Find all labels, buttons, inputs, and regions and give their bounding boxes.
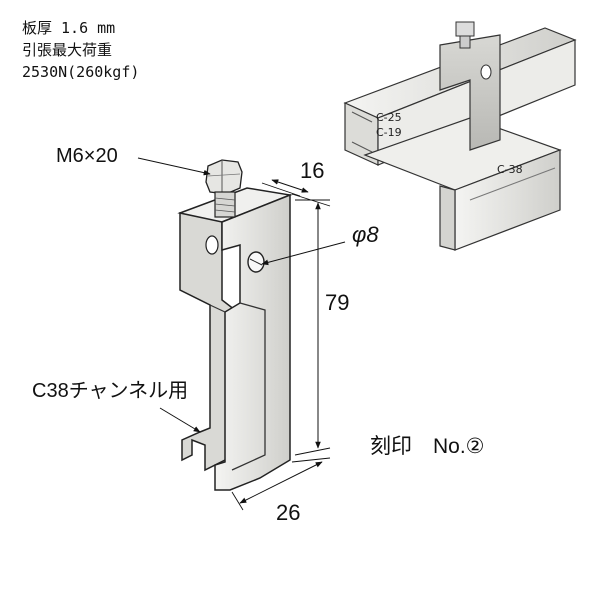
- hole-diameter-label: φ8: [352, 222, 379, 247]
- assembly-bolt-shank: [459, 35, 471, 49]
- bracket-front-face: [214, 193, 291, 491]
- bolt-label: M6×20: [56, 145, 118, 167]
- stamp-label: 刻印 No.②: [370, 435, 485, 458]
- m6-bolt: [205, 159, 243, 218]
- bracket-side-flange: [179, 212, 236, 472]
- max-load-value: 2530N(260kgf): [22, 63, 140, 81]
- hole-leader: [261, 241, 346, 266]
- channel-label-c25: C-25: [376, 111, 402, 124]
- bolt-head: [205, 159, 243, 195]
- channel-label-c38: C-38: [497, 163, 523, 176]
- plate-thickness-text: 板厚 1.6 mm: [22, 19, 116, 37]
- dim-16-label: 16: [300, 158, 325, 183]
- max-load-title: 引張最大荷重: [22, 41, 113, 59]
- assembly-bolt-head: [455, 21, 475, 37]
- bolt-leader: [137, 157, 211, 176]
- channel-use-label: C38チャンネル用: [32, 380, 189, 402]
- dim-26-label: 26: [276, 500, 301, 525]
- channel-leader: [159, 407, 201, 433]
- dim16-arrow: [271, 179, 309, 193]
- assembly-hanger: [439, 34, 501, 151]
- channel-label-c19: C-19: [376, 126, 402, 139]
- side-hole: [205, 235, 219, 255]
- hanger-bracket: [177, 187, 293, 491]
- dim26-arrow: [239, 461, 323, 504]
- channel-assembly: C-25 C-19 C-38: [343, 21, 577, 251]
- assembly-hole: [480, 64, 492, 80]
- dim-79-label: 79: [325, 290, 350, 315]
- channel-c38-flange: [439, 185, 456, 251]
